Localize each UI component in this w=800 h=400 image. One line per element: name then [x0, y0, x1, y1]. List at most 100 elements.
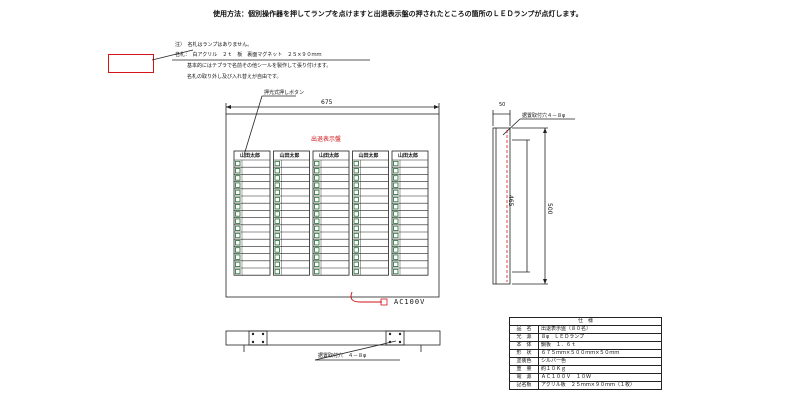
led-lamp-icon	[235, 240, 241, 246]
led-lamp-icon	[353, 204, 359, 210]
spec-key: 記名板	[509, 381, 539, 390]
spec-value: 出退表示盤（８０名）	[538, 325, 662, 334]
led-lamp-icon	[274, 218, 280, 224]
column-header-label: 山田太郎	[358, 153, 379, 159]
spec-row: 本 体鋼板 １．６ｔ	[509, 341, 662, 350]
red-placeholder-box	[108, 54, 154, 73]
spec-table-header: 仕 様	[509, 317, 662, 326]
led-lamp-icon	[274, 204, 280, 210]
led-lamp-icon	[353, 175, 359, 181]
led-lamp-icon	[274, 240, 280, 246]
led-lamp-icon	[393, 182, 399, 188]
column-header-label: 山田太郎	[398, 153, 419, 159]
spec-value: シルバー色	[538, 357, 662, 366]
spec-table-title: 仕 様	[509, 317, 662, 326]
led-lamp-icon	[235, 225, 241, 232]
led-lamp-icon	[353, 189, 359, 196]
column-header-label: 山田太郎	[319, 153, 340, 159]
depth-dimension-label: 50	[499, 102, 506, 108]
led-lamp-icon	[274, 182, 280, 188]
column-header-label: 山田太郎	[279, 153, 300, 159]
led-lamp-icon	[353, 168, 359, 174]
led-lamp-icon	[353, 268, 359, 275]
note-leader-line	[151, 49, 194, 61]
power-label: AC100V	[394, 298, 426, 306]
led-lamp-icon	[314, 160, 320, 167]
led-lamp-icon	[235, 182, 241, 188]
spec-key: 光 源	[509, 333, 539, 342]
led-lamp-icon	[314, 218, 320, 224]
spec-key: 重 量	[509, 365, 539, 374]
column-header-label: 山田太郎	[240, 153, 261, 159]
name-plate-column	[352, 150, 389, 276]
led-lamp-icon	[353, 160, 359, 167]
led-lamp-icon	[314, 182, 320, 188]
front-panel-outline	[225, 113, 440, 298]
led-lamp-icon	[314, 189, 320, 196]
led-lamp-icon	[393, 247, 399, 253]
spec-key: 本 体	[509, 341, 539, 350]
spec-row: 塗装色シルバー色	[509, 357, 662, 366]
led-lamp-icon	[274, 268, 280, 275]
spec-key: 品 名	[509, 325, 539, 334]
led-lamp-icon	[314, 168, 320, 174]
spec-value: 約１０Ｋｇ	[538, 365, 662, 374]
led-lamp-icon	[235, 196, 241, 203]
led-lamp-icon	[393, 268, 399, 275]
led-lamp-icon	[235, 189, 241, 196]
led-lamp-icon	[274, 247, 280, 253]
power-cable	[350, 291, 382, 303]
led-lamp-icon	[393, 261, 399, 268]
spec-row: 重 量約１０Ｋｇ	[509, 365, 662, 374]
led-lamp-icon	[274, 196, 280, 203]
led-lamp-icon	[393, 211, 399, 217]
led-lamp-icon	[393, 232, 399, 239]
led-lamp-icon	[393, 175, 399, 181]
led-lamp-icon	[314, 247, 320, 253]
usage-note: 使用方法：個別操作器を押してランプを点けますと出退表示盤の押されたところの箇所の…	[213, 10, 583, 18]
led-lamp-icon	[353, 225, 359, 232]
bottom-view-outline	[225, 330, 441, 346]
led-lamp-icon	[314, 175, 320, 181]
spec-row: 記名板アクリル板 ２５ｍｍ×９０ｍｍ（１枚）	[509, 381, 662, 390]
name-plate-column	[273, 150, 310, 276]
bottom-mount-callout: 据置取付穴 ４－８φ	[318, 353, 367, 359]
led-lamp-icon	[274, 232, 280, 239]
led-lamp-icon	[235, 175, 241, 181]
led-lamp-icon	[274, 189, 280, 196]
led-lamp-icon	[235, 168, 241, 174]
led-lamp-icon	[393, 218, 399, 224]
led-lamp-icon	[314, 240, 320, 246]
inner-height-label: 465	[507, 195, 514, 207]
led-lamp-icon	[314, 211, 320, 217]
led-lamp-icon	[235, 232, 241, 239]
note-line-3: 基本的にはテプラで名前その他シールを製作して張り付けます。	[187, 63, 332, 69]
led-lamp-icon	[235, 160, 241, 167]
button-callout-label: 押光式押しボタン	[264, 90, 305, 96]
led-lamp-icon	[314, 196, 320, 203]
led-lamp-icon	[274, 211, 280, 217]
led-lamp-icon	[353, 218, 359, 224]
led-lamp-icon	[274, 225, 280, 232]
led-lamp-icon	[274, 168, 280, 174]
spec-value: ８φ ＬＥＤランプ	[538, 333, 662, 342]
led-lamp-icon	[235, 254, 241, 260]
outer-height-label: 500	[546, 203, 553, 215]
led-lamp-icon	[314, 204, 320, 210]
spec-key: 形 状	[509, 349, 539, 358]
led-lamp-icon	[274, 160, 280, 167]
name-plate-columns	[233, 150, 429, 276]
spec-key: 電 源	[509, 373, 539, 382]
note-line-4: 名札の取り外し及び入れ替えが自由です。	[187, 74, 282, 80]
spec-row: 品 名出退表示盤（８０名）	[509, 325, 662, 334]
led-lamp-icon	[393, 189, 399, 196]
note-line-2: 名札： 白アクリル ２ｔ 板 裏面マグネット ２５×９０ｍｍ	[175, 52, 322, 58]
led-lamp-icon	[235, 204, 241, 210]
led-lamp-icon	[314, 225, 320, 232]
name-plate-column	[391, 150, 429, 276]
led-lamp-icon	[353, 196, 359, 203]
led-lamp-icon	[235, 268, 241, 275]
led-lamp-icon	[353, 182, 359, 188]
